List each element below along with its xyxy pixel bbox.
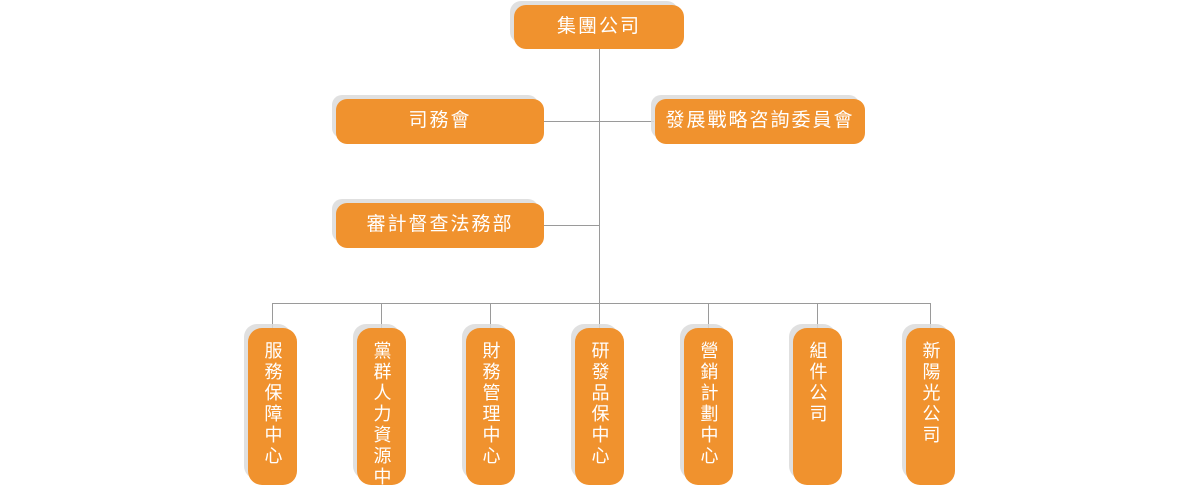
node-label: 營銷計劃中心 bbox=[698, 341, 719, 467]
connector-drop-6 bbox=[817, 303, 818, 328]
node-party-hr-center[interactable]: 黨群人力資源中心 bbox=[357, 328, 406, 499]
node-label: 司務會 bbox=[408, 110, 472, 132]
connector-drop-7 bbox=[930, 303, 931, 328]
node-new-sunshine-company[interactable]: 新陽光公司 bbox=[906, 328, 955, 485]
node-finance-management-center[interactable]: 財務管理中心 bbox=[466, 328, 515, 485]
node-label: 組件公司 bbox=[807, 341, 828, 425]
node-label: 審計督查法務部 bbox=[366, 214, 514, 236]
node-label: 研發品保中心 bbox=[589, 341, 610, 467]
node-label: 黨群人力資源中心 bbox=[371, 341, 392, 499]
connector-drop-1 bbox=[272, 303, 273, 328]
node-label: 服務保障中心 bbox=[262, 341, 283, 467]
node-strategy-advisory-committee[interactable]: 發展戰略咨詢委員會 bbox=[655, 99, 865, 144]
connector-drop-4 bbox=[599, 303, 600, 328]
node-root-group-company[interactable]: 集團公司 bbox=[514, 5, 684, 49]
node-service-support-center[interactable]: 服務保障中心 bbox=[248, 328, 297, 485]
node-board-committee[interactable]: 司務會 bbox=[336, 99, 544, 144]
connector-drop-5 bbox=[708, 303, 709, 328]
node-rd-quality-center[interactable]: 研發品保中心 bbox=[575, 328, 624, 485]
connector-bottom-bus bbox=[272, 303, 931, 304]
node-label: 新陽光公司 bbox=[920, 341, 941, 446]
node-marketing-planning-center[interactable]: 營銷計劃中心 bbox=[684, 328, 733, 485]
node-module-company[interactable]: 組件公司 bbox=[793, 328, 842, 485]
node-label: 集團公司 bbox=[556, 15, 641, 37]
node-audit-legal-department[interactable]: 審計督查法務部 bbox=[336, 203, 544, 248]
connector-drop-3 bbox=[490, 303, 491, 328]
connector-level2-horizontal bbox=[544, 121, 654, 122]
connector-drop-2 bbox=[381, 303, 382, 328]
node-label: 發展戰略咨詢委員會 bbox=[665, 110, 855, 132]
connector-trunk-vertical bbox=[599, 49, 600, 303]
connector-level3-horizontal bbox=[544, 225, 599, 226]
node-label: 財務管理中心 bbox=[480, 341, 501, 467]
